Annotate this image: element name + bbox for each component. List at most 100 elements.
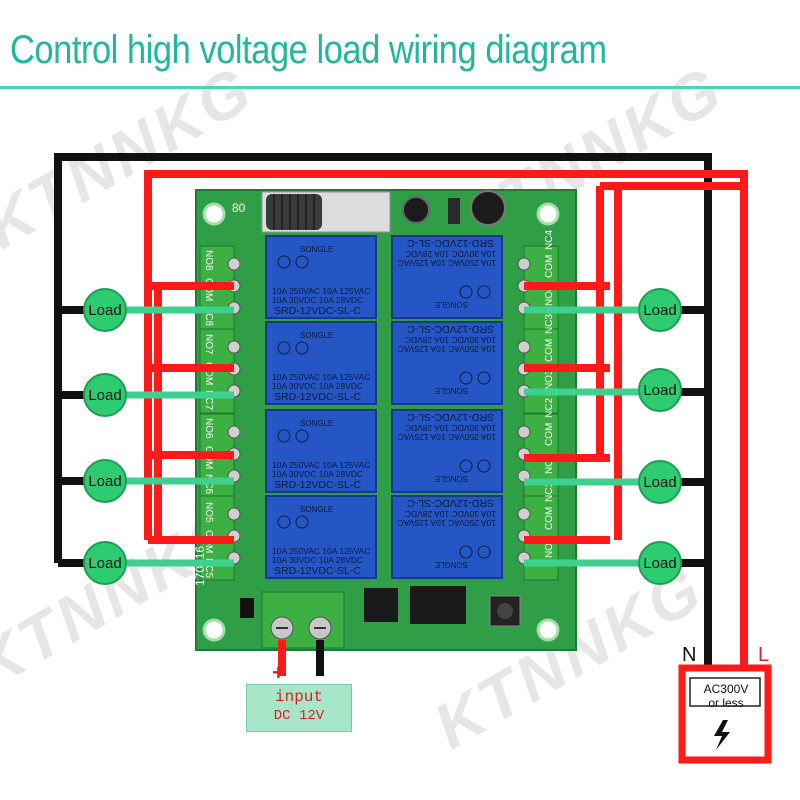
relay-cert-icon bbox=[459, 285, 473, 299]
relay-rating-1: 10A 250VAC 10A 125VAC bbox=[272, 460, 370, 470]
right-terminal-screw bbox=[517, 340, 531, 354]
relay-cert-icon bbox=[277, 341, 291, 355]
load-icon bbox=[638, 368, 682, 412]
right-terminal-label: NC1 bbox=[544, 482, 555, 502]
ac-source-label: AC300V or less bbox=[690, 682, 762, 710]
relay-brand: SONGLE bbox=[435, 560, 468, 569]
mount-hole-br bbox=[536, 618, 560, 642]
relay-model: SRD-12VDC-SL-C bbox=[407, 411, 494, 423]
relay-model: SRD-12VDC-SL-C bbox=[407, 497, 494, 509]
power-minus-label: - bbox=[316, 658, 324, 683]
right-terminal-label: COM bbox=[544, 255, 555, 278]
neutral-label: N bbox=[682, 644, 697, 666]
relay-cert-icon bbox=[459, 545, 473, 559]
left-terminal-label: NO5 bbox=[203, 502, 214, 523]
load-icon bbox=[638, 541, 682, 585]
left-terminal-screw bbox=[227, 425, 241, 439]
relay-body bbox=[391, 409, 503, 493]
relay-body bbox=[391, 235, 503, 319]
mount-hole-tl bbox=[202, 202, 226, 226]
relay-rating-2: 10A 30VDC 10A 28VDC bbox=[272, 469, 363, 479]
left-terminal-label: NC5 bbox=[203, 558, 214, 578]
load-right: Load bbox=[638, 368, 682, 412]
title-underline bbox=[0, 86, 800, 89]
left-terminal-label: NO6 bbox=[203, 418, 214, 439]
pushbutton-cap bbox=[497, 603, 513, 619]
relay-board bbox=[195, 189, 577, 651]
board-corner-label: 80 bbox=[232, 201, 246, 215]
right-terminal-label: COM bbox=[544, 339, 555, 362]
relay-cert-icon bbox=[277, 429, 291, 443]
ac-source-line1: AC300V bbox=[703, 682, 749, 696]
ac-source-inner bbox=[689, 677, 761, 707]
right-terminal-label: NO1 bbox=[544, 537, 555, 558]
live-label: L bbox=[758, 644, 770, 666]
relay-model: SRD-12VDC-SL-C bbox=[407, 237, 494, 249]
relay-body bbox=[265, 409, 377, 493]
load-icon bbox=[83, 541, 127, 585]
relay-cert-icon bbox=[277, 255, 291, 269]
load-left: Load bbox=[83, 459, 127, 503]
neutral-bus-wire bbox=[54, 153, 712, 650]
load-icon bbox=[638, 460, 682, 504]
relay-cert-icon bbox=[295, 255, 309, 269]
load-label: Load bbox=[88, 387, 121, 404]
relay-rating-2: 10A 30VDC 10A 28VDC bbox=[272, 381, 363, 391]
relay-brand: SONGLE bbox=[435, 300, 468, 309]
relay-rating-2: 10A 30VDC 10A 28VDC bbox=[405, 335, 496, 345]
capacitor-3 bbox=[448, 198, 460, 224]
live-bus-wire bbox=[144, 170, 748, 650]
load-label: Load bbox=[643, 302, 676, 319]
left-terminal-label: NO8 bbox=[203, 250, 214, 271]
relay-body bbox=[265, 495, 377, 579]
relay-rating-2: 10A 30VDC 10A 28VDC bbox=[405, 423, 496, 433]
relay-rating-1: 10A 250VAC 10A 125VAC bbox=[272, 546, 370, 556]
power-plus-label: + bbox=[272, 660, 285, 685]
ic-chip-1 bbox=[364, 588, 398, 622]
relay-rating-2: 10A 30VDC 10A 28VDC bbox=[272, 555, 363, 565]
load-label: Load bbox=[643, 474, 676, 491]
load-left: Load bbox=[83, 541, 127, 585]
power-input-line2: DC 12V bbox=[273, 708, 325, 724]
left-terminal-screw bbox=[227, 507, 241, 521]
relay-rating-1: 10A 250VAC 10A 125VAC bbox=[398, 432, 496, 442]
load-right: Load bbox=[638, 541, 682, 585]
relay-body bbox=[391, 321, 503, 405]
relay-model: SRD-12VDC-SL-C bbox=[407, 323, 494, 335]
right-terminal-screw bbox=[517, 257, 531, 271]
right-terminal-label: NO3 bbox=[544, 369, 555, 390]
relay-model: SRD-12VDC-SL-C bbox=[274, 391, 361, 403]
left-terminal-label: NO7 bbox=[203, 334, 214, 355]
load-right: Load bbox=[638, 288, 682, 332]
relay-body bbox=[265, 321, 377, 405]
right-terminal-label: NC4 bbox=[544, 230, 555, 250]
relay-model: SRD-12VDC-SL-C bbox=[274, 305, 361, 317]
relay-cert-icon bbox=[295, 429, 309, 443]
power-input-label: input DC 12V bbox=[246, 684, 352, 732]
load-icon bbox=[83, 459, 127, 503]
ac-source-line2: or less bbox=[708, 696, 744, 710]
antenna-coil bbox=[266, 194, 322, 230]
relay-cert-icon bbox=[459, 459, 473, 473]
ac-source-box bbox=[678, 664, 772, 764]
right-terminal-label: NC3 bbox=[544, 314, 555, 334]
relay-body bbox=[391, 495, 503, 579]
relay-rating-1: 10A 250VAC 10A 125VAC bbox=[398, 258, 496, 268]
right-terminal-label: NC2 bbox=[544, 398, 555, 418]
mount-hole-tr bbox=[536, 202, 560, 226]
relay-rating-1: 10A 250VAC 10A 125VAC bbox=[272, 286, 370, 296]
load-left: Load bbox=[83, 373, 127, 417]
